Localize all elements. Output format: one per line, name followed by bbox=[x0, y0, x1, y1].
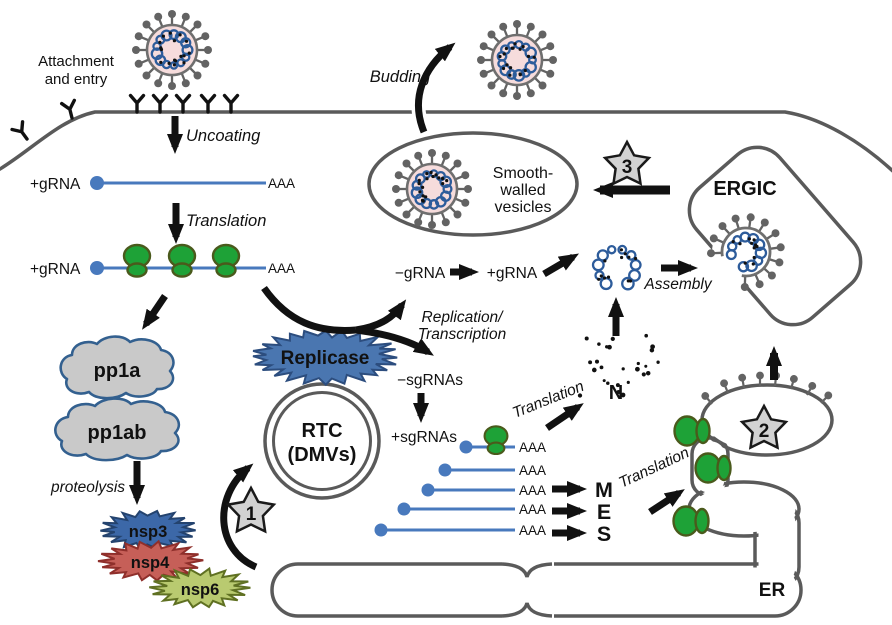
svg-text:AAA: AAA bbox=[268, 261, 295, 276]
attached-virion bbox=[132, 10, 212, 90]
to-pp1a-arrow bbox=[142, 294, 168, 330]
translation-n-arrow bbox=[545, 403, 584, 431]
n-protein-label: N bbox=[609, 382, 623, 404]
grna-to-nucleocapsid-arrow bbox=[542, 253, 580, 278]
minus-grna-label: −gRNA bbox=[395, 265, 446, 282]
attachment-label: Attachment bbox=[38, 53, 115, 70]
pp1a-label: pp1a bbox=[94, 360, 142, 382]
svg-text:+gRNA: +gRNA bbox=[30, 261, 81, 278]
replication-fork bbox=[261, 285, 357, 334]
rtc-dmv: RTC (DMVs) bbox=[263, 382, 381, 500]
s-protein-label: S bbox=[597, 522, 611, 546]
endoplasmic-reticulum: ER bbox=[270, 370, 835, 621]
released-virion bbox=[477, 20, 557, 100]
step2-star bbox=[739, 403, 789, 450]
budding-label: Budding bbox=[370, 68, 431, 86]
uncoating-label: Uncoating bbox=[186, 127, 261, 145]
ergic-label: ERGIC bbox=[713, 178, 776, 200]
n-protein-dots bbox=[577, 333, 660, 398]
proteolysis-label: proteolysis bbox=[50, 479, 125, 496]
minus-sgrnas-label: −sgRNAs bbox=[397, 372, 463, 389]
sgrna-ladder: AAA AAA AAA AAA AAA bbox=[374, 425, 546, 538]
svg-text:walled: walled bbox=[499, 182, 545, 199]
pp1a-cloud: pp1a bbox=[59, 335, 175, 400]
budding-virion-in-ergic bbox=[707, 213, 785, 291]
step3-star bbox=[602, 139, 652, 186]
translated-grna: +gRNA AAA bbox=[30, 243, 295, 278]
plus-grna-label: +gRNA bbox=[487, 265, 538, 282]
vesicle-label: Smooth- bbox=[493, 165, 553, 182]
nucleocapsid bbox=[591, 244, 642, 291]
translation-mes-arrow bbox=[648, 489, 685, 515]
replicase-label: Replicase bbox=[281, 348, 370, 369]
smooth-walled-vesicle: Smooth- walled vesicles bbox=[367, 131, 579, 237]
nsp6-label: nsp6 bbox=[181, 581, 220, 599]
svg-text:AAA: AAA bbox=[519, 523, 546, 538]
virion-in-vesicle bbox=[392, 149, 472, 229]
svg-text:AAA: AAA bbox=[519, 483, 546, 498]
nsp4-label: nsp4 bbox=[131, 554, 170, 572]
plus-sgrnas-label: +sgRNAs bbox=[391, 429, 457, 446]
er-label: ER bbox=[759, 580, 786, 601]
translation-n-label: Translation bbox=[510, 378, 586, 422]
er-ribosome-pair bbox=[694, 452, 732, 484]
svg-text:and entry: and entry bbox=[45, 71, 108, 88]
svg-text:1: 1 bbox=[246, 504, 257, 525]
svg-text:AAA: AAA bbox=[519, 440, 546, 455]
er-ribosome-pair bbox=[673, 415, 711, 447]
budding-arrow bbox=[414, 42, 456, 134]
translation-label: Translation bbox=[186, 212, 266, 230]
to-minus-grna-arrow bbox=[355, 299, 407, 334]
m-protein-label: M bbox=[595, 478, 613, 502]
pp1ab-label: pp1ab bbox=[88, 422, 147, 444]
assembly-label: Assembly bbox=[643, 276, 712, 293]
nsp6-burst bbox=[149, 566, 251, 609]
er-ribosome-pair bbox=[672, 505, 710, 537]
nsp3-label: nsp3 bbox=[129, 523, 168, 541]
svg-text:3: 3 bbox=[622, 157, 633, 178]
step1-arrow bbox=[220, 463, 258, 571]
svg-text:2: 2 bbox=[759, 421, 770, 442]
svg-text:AAA: AAA bbox=[519, 463, 546, 478]
genomic-rna: +gRNA AAA bbox=[30, 176, 295, 193]
rtc-label: RTC bbox=[301, 420, 342, 442]
translation-mes-label: Translation bbox=[616, 444, 692, 491]
step1-star bbox=[225, 485, 277, 534]
to-minus-sgrna-arrow bbox=[355, 326, 434, 356]
pp1ab-cloud: pp1ab bbox=[54, 397, 181, 462]
svg-text:vesicles: vesicles bbox=[495, 199, 552, 216]
svg-text:AAA: AAA bbox=[519, 502, 546, 517]
svg-text:Transcription: Transcription bbox=[418, 326, 506, 343]
e-protein-label: E bbox=[597, 500, 611, 524]
plus-grna-label: +gRNA bbox=[30, 176, 81, 193]
ergic-compartment: ERGIC bbox=[687, 145, 863, 327]
plasma-membrane bbox=[0, 110, 892, 173]
replication-label: Replication/ bbox=[422, 309, 505, 326]
svg-text:(DMVs): (DMVs) bbox=[288, 444, 357, 466]
polya-label: AAA bbox=[268, 176, 295, 191]
